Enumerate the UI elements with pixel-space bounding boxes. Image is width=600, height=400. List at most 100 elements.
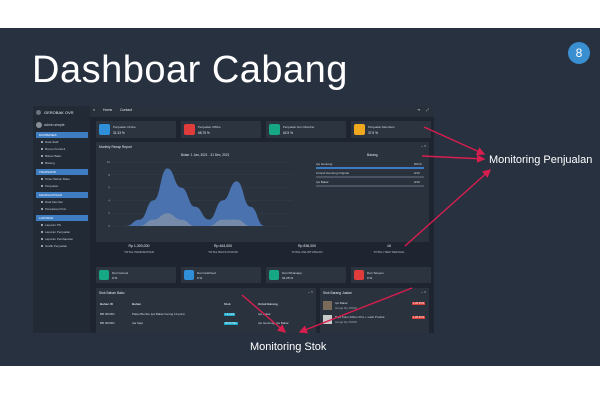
nav-contact[interactable]: Contact [120, 108, 133, 112]
sync-icon [99, 124, 110, 135]
col-header: Bahan [132, 302, 142, 306]
y-tick-label: 6 [108, 186, 110, 190]
arrow-to-product-stock [298, 287, 413, 334]
total-value: Rp 836,000 [297, 244, 317, 248]
stat-value: 68.75 % [198, 131, 210, 135]
arrow-to-sales-channels [404, 169, 492, 247]
y-tick-label: 2 [108, 211, 110, 215]
sidebar-item[interactable]: Laporan Penjualan [41, 230, 70, 234]
product-name: Ips Bakar [335, 301, 348, 305]
total-value: Rp 464,000 [213, 244, 233, 248]
stok-badge: 14 porsi [224, 313, 236, 316]
stat-value: 62.5 % [283, 131, 293, 135]
sidebar-item[interactable]: Penjualan [41, 184, 58, 188]
annotation-arrows [241, 126, 492, 334]
product-price: Harga Rp 50000 [335, 320, 358, 324]
sidebar-head-keanggotaan[interactable]: KEANGGOTAAN [36, 192, 88, 198]
sidebar-item[interactable]: Laporan PS [41, 223, 61, 227]
arrow-to-stock-table [241, 294, 287, 333]
store-icon [184, 124, 195, 135]
sidebar-head-transaksi[interactable]: TRANSAKSI [36, 169, 88, 175]
sidebar: GEROBAK OVR admin simple DATABASES Data … [33, 106, 90, 333]
col-header: Untuk Barang [258, 302, 278, 306]
panel-controls[interactable]: – × [308, 290, 313, 294]
sidebar-head-laporan[interactable]: LAPORAN [36, 215, 88, 221]
stat-card-non-member: Penjualan Non Member 62.5 % [266, 121, 346, 138]
slide-number-badge: 8 [568, 42, 590, 64]
channel-value: 31.25 % [282, 276, 294, 280]
brand[interactable]: GEROBAK OVR [36, 109, 88, 117]
y-tick-label: 4 [108, 198, 110, 202]
stat-label: Penjualan Members [368, 125, 395, 129]
sidebar-item[interactable]: Data Staff [41, 140, 58, 144]
recap-panel: Monthly Recap Report – × Bulan: 1 Jan, 2… [96, 142, 429, 242]
fullscreen-icon[interactable]: ⤢ [426, 108, 429, 112]
total-value: 16 [387, 244, 391, 248]
arrow-to-sales-stats [423, 126, 486, 155]
product-name: Baju Kolor Kilimo Prot + Latin Produk [335, 315, 385, 319]
total-label: TOTAL BIAYA POKOK [208, 250, 238, 254]
sidebar-item[interactable]: Order Bahan Baku [41, 177, 70, 181]
total-label: TOTAL KEUNTUNGAN [291, 250, 323, 254]
channel-card-telepon: Dari Telepon 0 % [351, 267, 431, 283]
arrow-to-sales-barang [421, 154, 486, 163]
cell-name: Paket Bumbu Ipa Bakar Kering 10 porsi [132, 312, 185, 316]
stat-label: Penjualan Online [113, 125, 136, 129]
note-monitoring-penjualan: Monitoring Penjualan [489, 154, 593, 166]
menu-icon[interactable]: ≡ [93, 108, 96, 112]
channel-label: Dari Gofood [112, 271, 129, 275]
barang-name: Cimpol Gentong Original [316, 171, 349, 175]
stat-value: 31.33 % [113, 131, 125, 135]
sidebar-item[interactable]: Bonus Pembeli [41, 147, 65, 151]
product-price: Harga Rp 25000 [335, 306, 358, 310]
total-value: Rp 1,300,000 [128, 244, 150, 248]
logo-icon [36, 110, 41, 116]
sidebar-item[interactable]: Data Member [41, 200, 63, 204]
sidebar-item[interactable]: Laporan Pendapatan [41, 237, 73, 241]
product-badge: 1.26 PCS [412, 316, 426, 319]
barang-name: Ips Gentong [316, 162, 333, 166]
series-area [112, 213, 292, 226]
stat-label: Penjualan Offline [198, 125, 221, 129]
sidebar-item[interactable]: Bahan Baku [41, 154, 61, 158]
motorbike-icon [99, 270, 109, 280]
y-tick-label: 8 [108, 173, 110, 177]
cell-id: BB 000001 [100, 312, 115, 316]
stock-title: Stok Bahan Baku [99, 291, 125, 295]
sidebar-head-databases[interactable]: DATABASES [36, 132, 88, 138]
sidebar-item[interactable]: Grafik Penjualan [41, 244, 67, 248]
channel-label: Dari Whatsapp [282, 271, 302, 275]
barang-progress [316, 185, 424, 187]
panel-controls[interactable]: – × [421, 290, 426, 294]
channel-label: Dari Grabfood [197, 271, 216, 275]
brand-name: GEROBAK OVR [44, 110, 74, 115]
sidebar-item[interactable]: Barang [41, 161, 55, 165]
cell-id: BB 000001 [100, 321, 115, 325]
product-thumbnail [323, 301, 332, 310]
total-label: TOTAL PENDAPATAN [124, 250, 154, 254]
barang-value: 60/10 [414, 162, 422, 166]
barang-value: 0/10 [414, 180, 420, 184]
y-tick-label: 10 [107, 160, 111, 164]
panel-controls[interactable]: – × [421, 144, 426, 148]
motorbike-icon [184, 270, 194, 280]
cell-name: Ipa Sapi [132, 321, 144, 325]
logout-icon[interactable]: ⇥ [417, 108, 420, 112]
nav-home[interactable]: Home [103, 108, 113, 112]
channel-value: 0 % [367, 276, 373, 280]
phone-icon [354, 270, 364, 280]
sidebar-item[interactable]: Penukaran Poin [41, 207, 66, 211]
users-icon [269, 124, 280, 135]
stat-label: Penjualan Non Member [283, 125, 315, 129]
channel-value: 0 % [112, 276, 118, 280]
barang-title: Barang [367, 153, 378, 157]
stok-badge: 35.50 Kilo [224, 322, 238, 325]
user-panel[interactable]: admin simple [36, 122, 65, 128]
stat-card-members: Penjualan Members 37.5 % [351, 121, 431, 138]
total-label: TOTAL ITEM TERJUAL [373, 250, 405, 254]
product-stock-panel: Stok Barang Jualan – × Ips Bakar Harga R… [320, 288, 429, 333]
topbar: ≡ Home Contact ⇥ ⤢ [90, 106, 434, 117]
